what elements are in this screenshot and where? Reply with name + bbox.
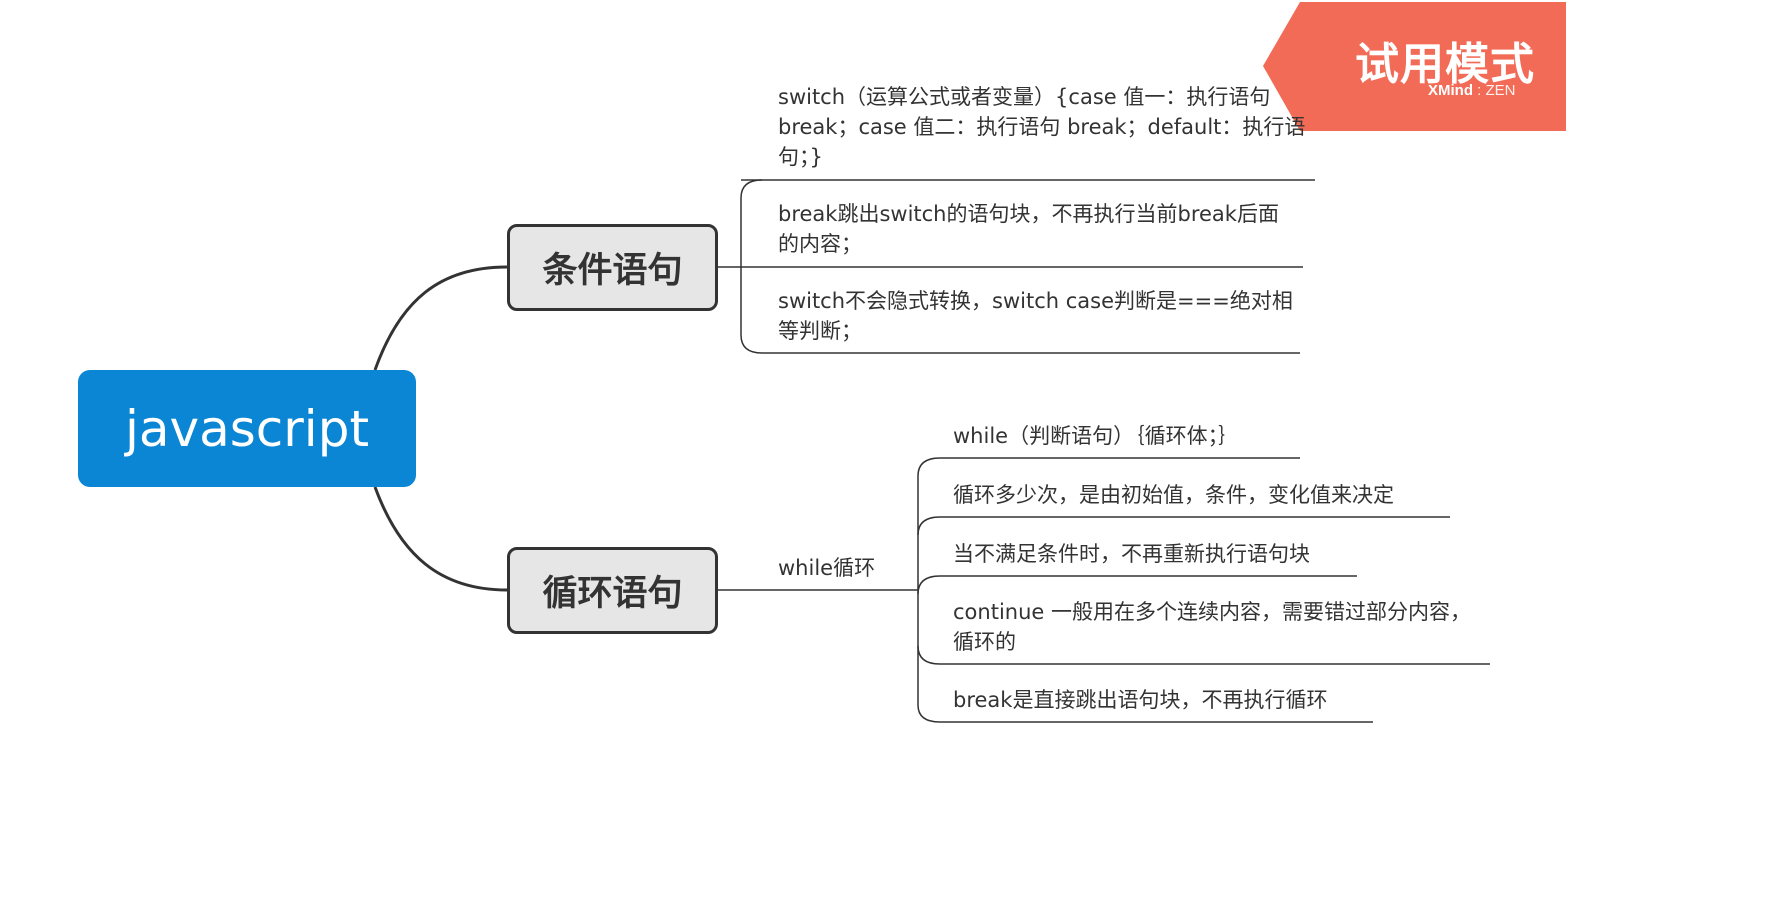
bracket-while-mid2 <box>917 575 941 595</box>
leaf-while-syntax[interactable]: while（判断语句）｛循环体；｝ <box>953 424 1240 448</box>
bracket-while-mid3 <box>917 645 941 665</box>
leaf-while-break[interactable]: break是直接跳出语句块，不再执行循环 <box>953 688 1328 712</box>
bracket-while-mid1 <box>917 516 941 536</box>
root-node[interactable]: javascript <box>78 370 416 487</box>
leaf-while-condition[interactable]: 当不满足条件时，不再重新执行语句块 <box>953 542 1310 566</box>
connector-root-conditional <box>373 265 508 371</box>
leaf-cond-strict[interactable]: switch不会隐式转换，switch case判断是===绝对相等判断； <box>778 289 1293 343</box>
bracket-while <box>917 457 941 723</box>
root-label: javascript <box>124 399 370 458</box>
leaf-while-iterations[interactable]: 循环多少次，是由初始值，条件，变化值来决定 <box>953 483 1394 507</box>
branch-loop-label: 循环语句 <box>542 574 683 614</box>
branch-conditional-label: 条件语句 <box>542 251 683 291</box>
branch-conditional[interactable]: 条件语句 <box>507 224 718 311</box>
leaf-cond-switch-syntax[interactable]: switch（运算公式或者变量）{case 值一：执行语句 break；case… <box>778 85 1306 169</box>
connector-root-loop <box>373 486 508 592</box>
leaf-cond-break[interactable]: break跳出switch的语句块，不再执行当前break后面的内容； <box>778 202 1279 256</box>
subnode-while-loop[interactable]: while循环 <box>778 556 876 580</box>
trial-badge-shape <box>1263 2 1566 131</box>
leaf-while-continue[interactable]: continue 一般用在多个连续内容，需要错过部分内容，循环的 <box>953 600 1471 654</box>
branch-loop[interactable]: 循环语句 <box>507 547 718 634</box>
